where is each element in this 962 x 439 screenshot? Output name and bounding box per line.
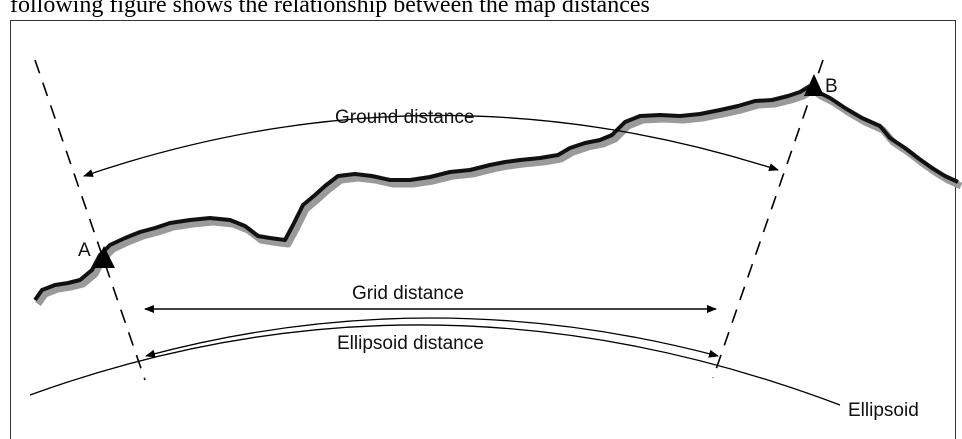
terrain-profile — [33, 84, 959, 302]
station-b-triangle-icon — [804, 74, 824, 96]
terrain-shadow — [35, 86, 962, 307]
figure-caption: following figure shows the relationship … — [0, 0, 962, 22]
point-a-label: A — [78, 240, 91, 261]
ellipsoid-curve — [29, 324, 841, 406]
station-a-triangle-icon — [93, 246, 115, 268]
grid-distance-label: Grid distance — [352, 283, 464, 304]
ground-distance-label: Ground distance — [335, 107, 474, 128]
ground-distance-arrow — [83, 114, 779, 177]
ellipsoid-label: Ellipsoid — [848, 400, 919, 421]
caption-text: following figure shows the relationship … — [10, 0, 650, 18]
vertical-line-a — [34, 59, 146, 381]
figure-frame — [10, 20, 956, 439]
point-b-label: B — [825, 76, 838, 97]
vertical-line-b — [712, 59, 824, 379]
ellipsoid-distance-label: Ellipsoid distance — [337, 333, 484, 354]
ellipsoid-distance-arrow — [145, 317, 719, 358]
